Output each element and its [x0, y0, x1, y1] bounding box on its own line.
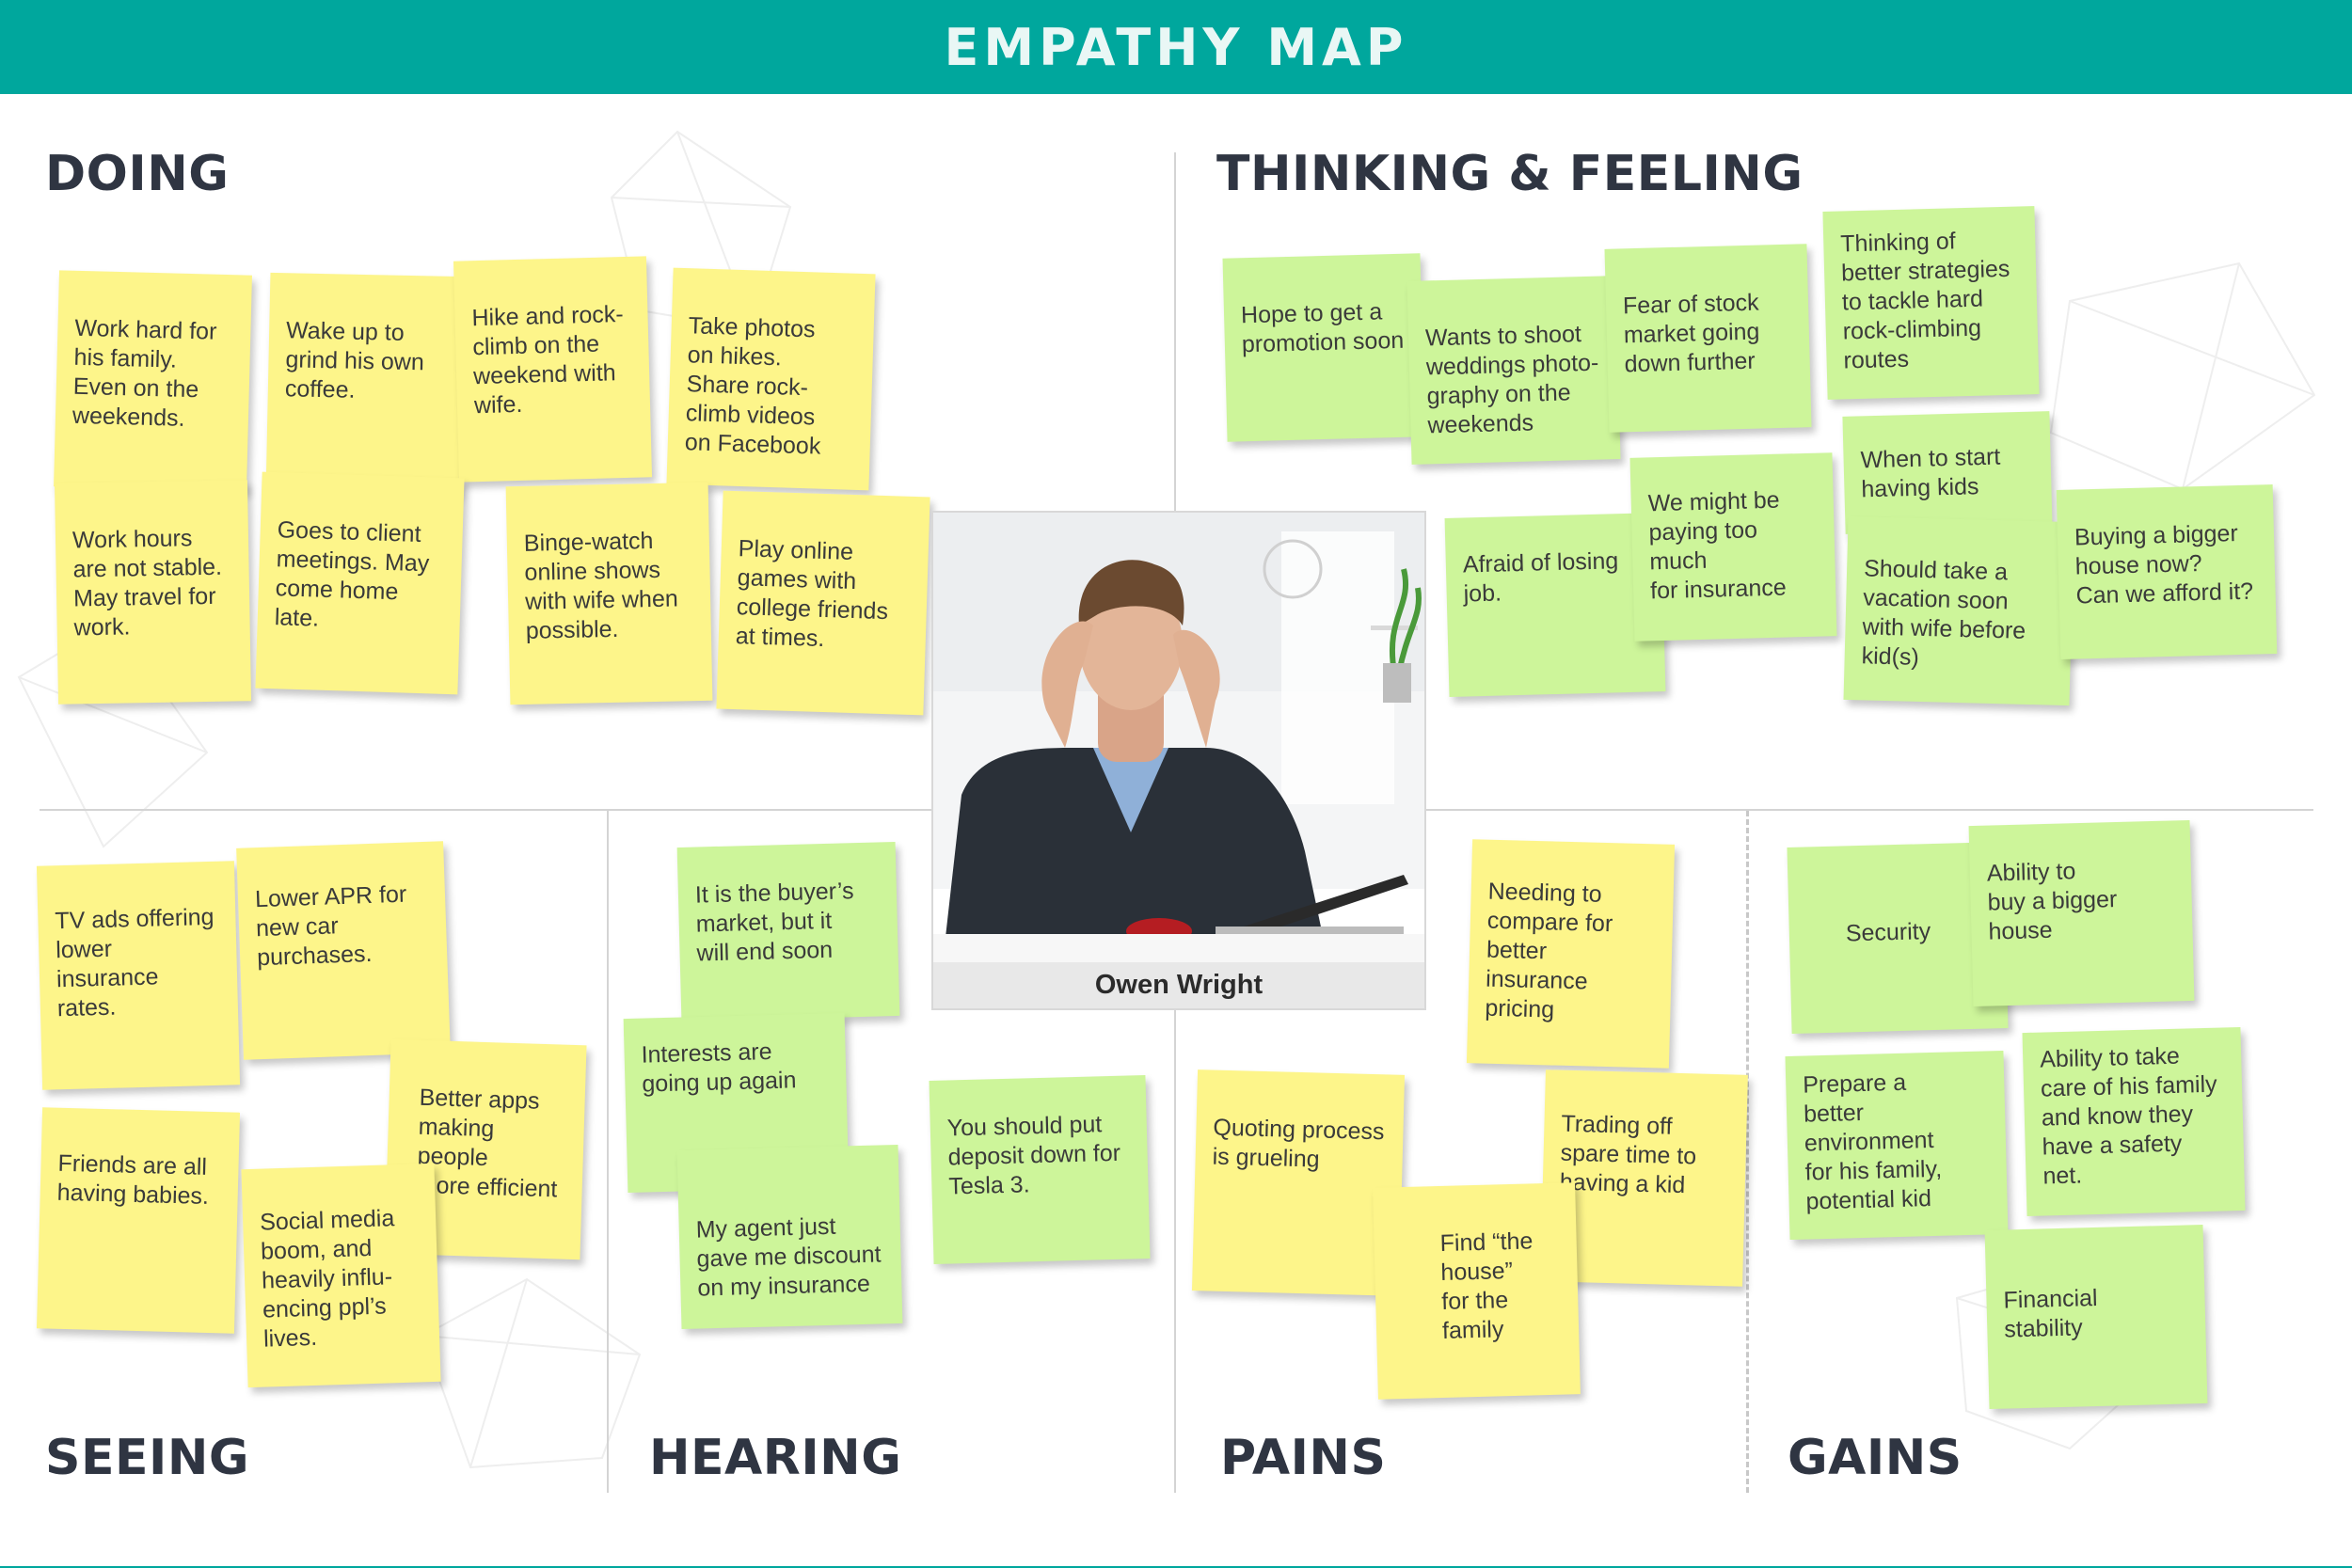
sticky-note-thinking[interactable]: When to start having kids — [1842, 411, 2053, 534]
sticky-note-thinking[interactable]: Fear of stock market going down further — [1604, 244, 1812, 433]
horizontal-divider-left — [40, 809, 933, 811]
sticky-note-doing[interactable]: Play online games with college friends a… — [716, 490, 930, 716]
section-title-doing: DOING — [45, 146, 230, 202]
sticky-note-gains[interactable]: Prepare a better environment for his fam… — [1785, 1050, 2009, 1241]
sticky-note-seeing[interactable]: Lower APR for new car purchases. — [236, 841, 451, 1060]
persona-name: Owen Wright — [933, 962, 1424, 1008]
page-title: EMPATHY MAP — [944, 17, 1408, 77]
sticky-note-hearing[interactable]: My agent just gave me discount on my ins… — [676, 1144, 903, 1330]
sticky-note-doing[interactable]: Work hard for his family. Even on the we… — [54, 270, 252, 492]
sticky-note-seeing[interactable]: Social media boom, and heavily influ- en… — [241, 1163, 441, 1388]
vertical-divider-seeing-hearing — [607, 811, 609, 1493]
sticky-note-doing[interactable]: Goes to client meetings. May come home l… — [255, 471, 465, 695]
sticky-note-thinking[interactable]: Wants to shoot weddings photo- graphy on… — [1406, 276, 1621, 465]
section-title-hearing: HEARING — [649, 1430, 902, 1486]
sticky-note-pains[interactable]: Quoting process is grueling — [1191, 1069, 1406, 1296]
bottom-accent-line — [0, 1566, 2352, 1568]
vertical-divider-pains-gains — [1746, 811, 1749, 1493]
sticky-note-pains[interactable]: Find “the house” for the family — [1373, 1182, 1581, 1400]
sticky-note-doing[interactable]: Hike and rock- climb on the weekend with… — [453, 256, 653, 483]
sticky-note-thinking[interactable]: We might be paying too much for insuranc… — [1629, 452, 1837, 641]
persona-card: Owen Wright — [933, 513, 1424, 1008]
sticky-note-seeing[interactable]: Friends are all having babies. — [36, 1107, 241, 1334]
sticky-note-thinking[interactable]: Should take a vacation soon with wife be… — [1843, 515, 2074, 706]
sticky-note-thinking[interactable]: Thinking of better strategies to tackle … — [1822, 206, 2040, 400]
sticky-note-thinking[interactable]: Hope to get a promotion soon — [1222, 253, 1425, 442]
horizontal-divider-right — [1424, 809, 2313, 811]
sticky-note-doing[interactable]: Wake up to grind his own coffee. — [265, 272, 464, 496]
sticky-note-gains[interactable]: Ability to buy a bigger house — [1968, 819, 2195, 1007]
sticky-note-seeing[interactable]: TV ads offering lower insurance rates. — [36, 861, 241, 1090]
sticky-note-doing[interactable]: Work hours are not stable. May travel fo… — [54, 480, 252, 705]
header-bar: EMPATHY MAP — [0, 0, 2352, 94]
persona-photo — [933, 513, 1424, 962]
sticky-note-gains[interactable]: Ability to take care of his family and k… — [2022, 1026, 2246, 1217]
sticky-note-pains[interactable]: Needing to compare for better insurance … — [1466, 839, 1676, 1069]
section-title-gains: GAINS — [1788, 1430, 1963, 1486]
sticky-note-hearing[interactable]: You should put deposit down for Tesla 3. — [929, 1075, 1151, 1264]
vertical-divider-bottom — [1174, 1008, 1176, 1493]
sticky-note-doing[interactable]: Binge-watch online shows with wife when … — [505, 482, 713, 705]
section-title-seeing: SEEING — [45, 1430, 250, 1486]
section-title-pains: PAINS — [1220, 1430, 1387, 1486]
sticky-note-doing[interactable]: Take photos on hikes. Share rock- climb … — [666, 267, 876, 491]
sticky-note-thinking[interactable]: Buying a bigger house now? Can we afford… — [2056, 484, 2278, 659]
section-title-thinking-feeling: THINKING & FEELING — [1216, 146, 1804, 202]
vertical-divider-top — [1174, 152, 1176, 513]
sticky-note-hearing[interactable]: It is the buyer’s market, but it will en… — [676, 841, 900, 1022]
sticky-note-gains[interactable]: Financial stability — [1984, 1224, 2208, 1410]
